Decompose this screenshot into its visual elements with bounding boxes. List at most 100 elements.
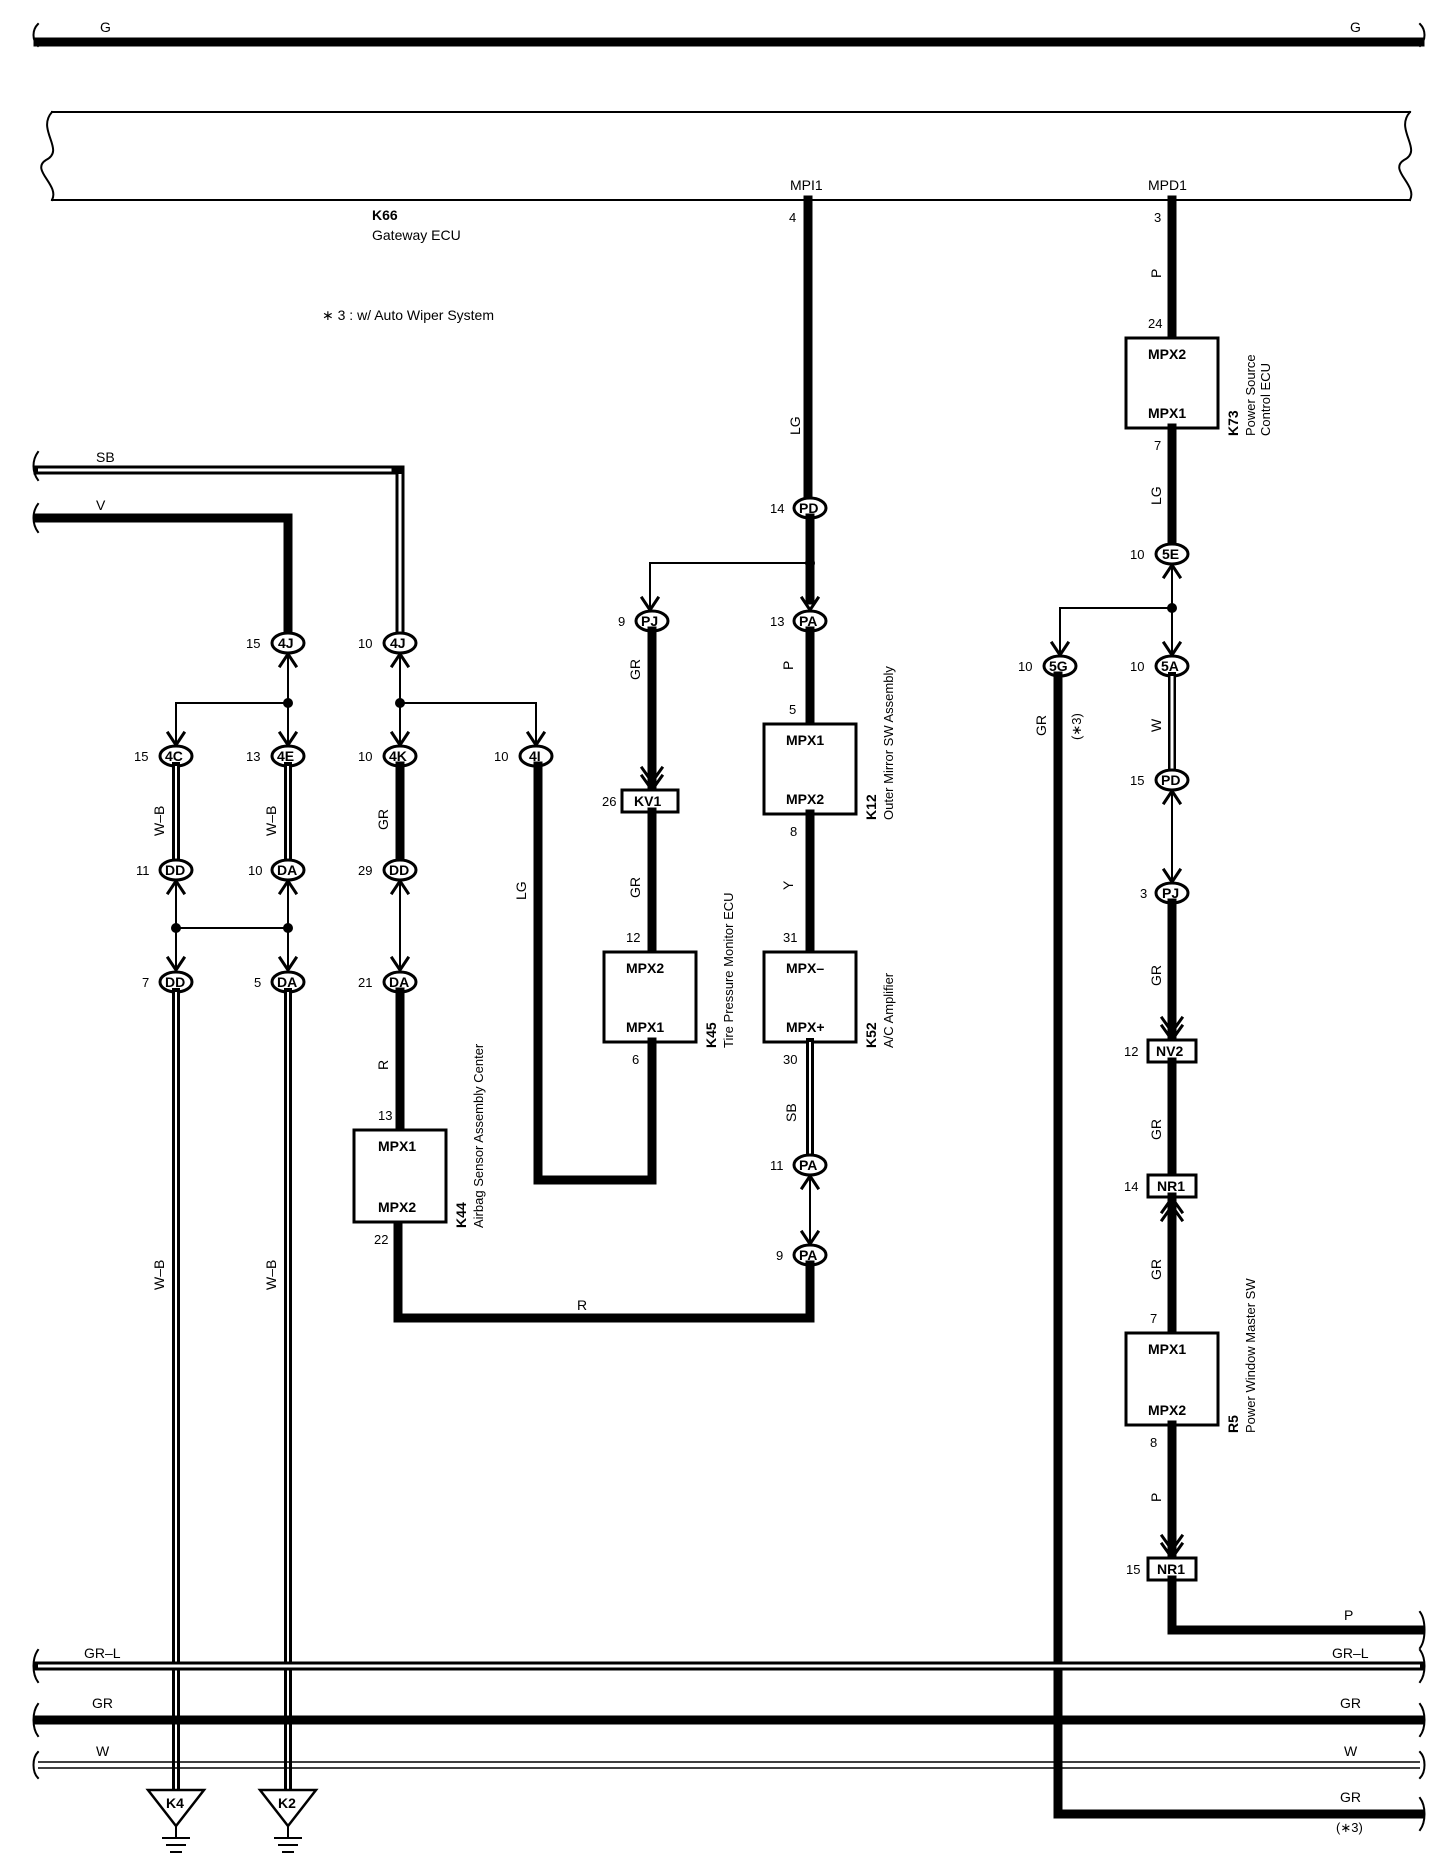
connector-da-5-id: DA	[277, 974, 297, 990]
bus-label-gr2-right: GR	[1340, 1789, 1361, 1805]
k45-pin-top: 12	[626, 930, 640, 945]
connector-pd-15-pin: 15	[1130, 773, 1144, 788]
k44-code: K44	[453, 1202, 469, 1228]
k52-bottom: MPX+	[786, 1019, 825, 1035]
connector-nr1-14-pin: 14	[1124, 1179, 1138, 1194]
k12-bottom: MPX2	[786, 791, 824, 807]
k52-name: A/C Amplifier	[881, 972, 896, 1048]
r5-pin-bottom: 8	[1150, 1435, 1157, 1450]
connector-4j-10-pin: 10	[358, 636, 372, 651]
k52-pin-top: 31	[783, 930, 797, 945]
ground-k4	[145, 1788, 207, 1829]
wire-label-gr-5g: GR	[1033, 715, 1049, 736]
grounds: K4 K2	[145, 1788, 319, 1853]
connector-4i-pin: 10	[494, 749, 508, 764]
wire-label-r-bottom: R	[577, 1297, 587, 1313]
connector-pd-15-id: PD	[1161, 772, 1180, 788]
r5-top: MPX1	[1148, 1341, 1186, 1357]
wire-label-p-pa: P	[780, 661, 796, 670]
component-r5	[1124, 1331, 1220, 1427]
bus-label-gr-right: GR	[1340, 1695, 1361, 1711]
wire-label-wb-2: W–B	[263, 806, 279, 836]
k73-top: MPX2	[1148, 346, 1186, 362]
connector-pa-9-pin: 9	[776, 1248, 783, 1263]
mpi1-branch: 4 LG PD 14 PA 13 PJ 9 P 5 MPX1 MPX2 K12 …	[393, 195, 896, 1323]
k12-pin-bottom: 8	[790, 824, 797, 839]
wire-label-wb-1: W–B	[151, 806, 167, 836]
pin-mpd1: 3	[1154, 210, 1161, 225]
connector-pj-3-pin: 3	[1140, 886, 1147, 901]
connector-da-21-pin: 21	[358, 975, 372, 990]
k44-pin-top: 13	[378, 1108, 392, 1123]
connector-4i-id: 4I	[529, 748, 541, 764]
connector-4c-pin: 15	[134, 749, 148, 764]
k45-bottom: MPX1	[626, 1019, 664, 1035]
wire-label-lg-k73: LG	[1148, 486, 1164, 505]
wire-label-lg-4i: LG	[513, 881, 529, 900]
connector-5g-id: 5G	[1049, 658, 1068, 674]
connector-4j-15-pin: 15	[246, 636, 260, 651]
connector-5a-id: 5A	[1161, 658, 1179, 674]
connector-dd-7-id: DD	[165, 974, 185, 990]
wire-label-wb-4: W–B	[263, 1260, 279, 1290]
wire-label-v: V	[96, 497, 106, 513]
connector-nv2-id: NV2	[1156, 1043, 1183, 1059]
k12-name: Outer Mirror SW Assembly	[881, 666, 896, 820]
connector-pd-pin: 14	[770, 501, 784, 516]
k45-branch: GR KV1 26 GR 12 MPX2 MPX1 K45 Tire Press…	[533, 626, 736, 1185]
k73-name-1: Power Source	[1243, 354, 1258, 436]
wire-label-gr-pj2: GR	[1148, 965, 1164, 986]
connector-dd-29-id: DD	[389, 862, 409, 878]
r5-pin-top: 7	[1150, 1311, 1157, 1326]
wb-section: W–B W–B DD 11 DA 10 DD 7 DA 5 W–B W–B	[136, 762, 306, 1794]
k52-pin-bottom: 30	[783, 1052, 797, 1067]
k73-code: K73	[1225, 410, 1241, 436]
wire-label-w-5a: W	[1148, 718, 1164, 732]
r5-bottom: MPX2	[1148, 1402, 1186, 1418]
wire-label-sb-k52: SB	[783, 1103, 799, 1122]
wire-label-lg-top: LG	[787, 416, 803, 435]
connector-pd-id: PD	[799, 500, 818, 516]
bus-label-w-right: W	[1344, 1743, 1358, 1759]
connectors-row-4: 4C 15 4E 13 4K 10 4I 10	[134, 744, 554, 768]
k12-pin-top: 5	[789, 702, 796, 717]
connector-da-10-pin: 10	[248, 863, 262, 878]
pin-name-mpi1: MPI1	[790, 177, 823, 193]
connector-4k-pin: 10	[358, 749, 372, 764]
connector-pa-9-id: PA	[799, 1247, 817, 1263]
pin-mpi1: 4	[789, 210, 796, 225]
wire-label-gr-nv2: GR	[1148, 1119, 1164, 1140]
bus-label-grl-right: GR–L	[1332, 1645, 1369, 1661]
k45-top: MPX2	[626, 960, 664, 976]
component-k12	[762, 722, 858, 816]
connector-pa-13-id: PA	[799, 613, 817, 629]
ground-k4-label: K4	[166, 1795, 184, 1811]
wire-label-gr-kv1: GR	[627, 877, 643, 898]
connector-pa-11-id: PA	[799, 1157, 817, 1173]
wire-label-gr-5g-note: (∗3)	[1069, 713, 1084, 740]
wire-label-wb-3: W–B	[151, 1260, 167, 1290]
connectors-4j: 4J 15 4J 10	[165, 631, 547, 748]
connector-5e-id: 5E	[1162, 546, 1179, 562]
connector-dd-7-pin: 7	[142, 975, 149, 990]
connector-dd-11-id: DD	[165, 862, 185, 878]
component-k45	[602, 950, 698, 1044]
connector-5e-pin: 10	[1130, 547, 1144, 562]
connector-pj-9-pin: 9	[618, 614, 625, 629]
k44-bottom: MPX2	[378, 1199, 416, 1215]
bus-label-gr2-note: (∗3)	[1336, 1820, 1363, 1835]
bus-label-gr-left: GR	[92, 1695, 113, 1711]
wire-label-g-right: G	[1350, 19, 1361, 35]
ground-k2	[257, 1788, 319, 1829]
k73-bottom: MPX1	[1148, 405, 1186, 421]
k45-code: K45	[703, 1022, 719, 1048]
k73-pin-bottom: 7	[1154, 438, 1161, 453]
top-g-wire: G G	[32, 19, 1426, 48]
connector-4c-id: 4C	[165, 748, 183, 764]
bus-label-grl-left: GR–L	[84, 1645, 121, 1661]
connector-pj-3-id: PJ	[1162, 885, 1179, 901]
wire-label-p-top: P	[1148, 269, 1164, 278]
connector-nr1-15-id: NR1	[1157, 1561, 1185, 1577]
connector-dd-11-pin: 11	[136, 863, 150, 878]
wire-label-y: Y	[780, 880, 796, 890]
